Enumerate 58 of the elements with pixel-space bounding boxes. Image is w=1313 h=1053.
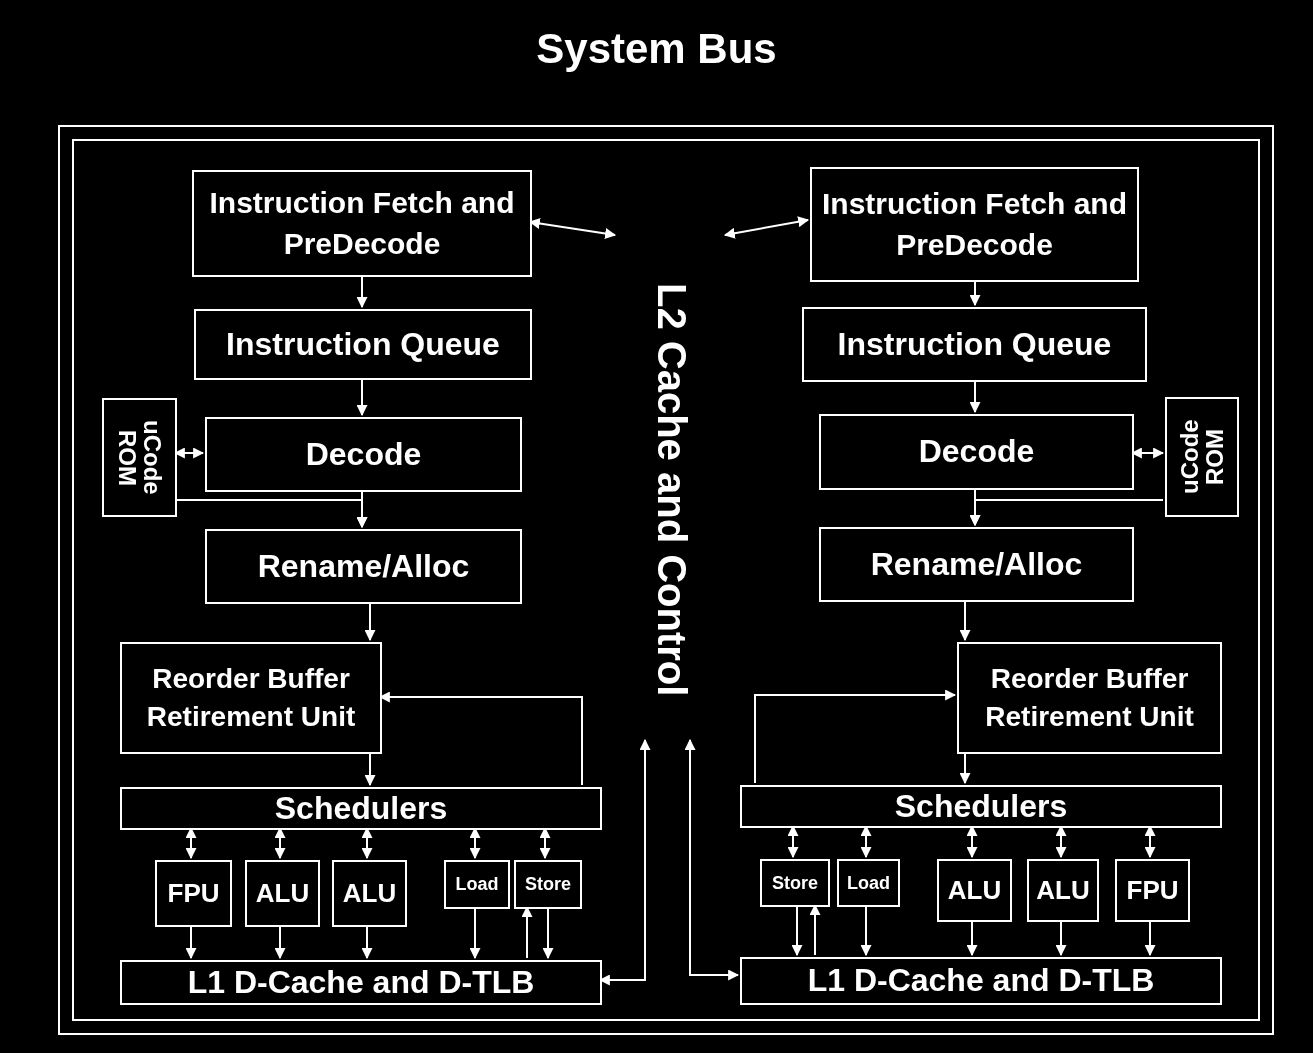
arrow (723, 216, 810, 239)
unit-box (1115, 859, 1190, 922)
unit-box (1165, 397, 1239, 517)
unit-box (740, 957, 1222, 1005)
unit-box (192, 170, 532, 277)
unit-box (1027, 859, 1099, 922)
unit-box (205, 529, 522, 604)
unit-box (760, 859, 830, 907)
unit-box (332, 860, 407, 927)
unit-box (155, 860, 232, 927)
block-label: Load (847, 871, 890, 895)
block-label: L1 D-Cache and D-TLB (807, 961, 1155, 1001)
block-label: Instruction Queue (226, 324, 500, 364)
unit-box (102, 398, 177, 517)
unit-box (444, 860, 510, 909)
unit-box (810, 167, 1139, 282)
block-label: Reorder Buffer Retirement Unit (984, 662, 1195, 734)
block-label: Instruction Queue (837, 324, 1112, 364)
block-label: L1 D-Cache and D-TLB (187, 962, 535, 1002)
block-label: ALU (1036, 873, 1090, 907)
unit-box (957, 642, 1222, 754)
block-label: Decode (918, 432, 1035, 472)
block-label: Store (772, 871, 818, 895)
block-label: Schedulers (894, 786, 1068, 826)
block-label: Reorder Buffer Retirement Unit (145, 662, 357, 734)
block-label: Instruction Fetch and PreDecode (208, 185, 516, 262)
block-label: Schedulers (274, 788, 448, 828)
block-label: ALU (255, 876, 310, 910)
block-label: ALU (342, 876, 397, 910)
unit-box (120, 787, 602, 830)
unit-box (740, 785, 1222, 828)
block-label: Instruction Fetch and PreDecode (821, 186, 1128, 263)
block-label: Rename/Alloc (870, 544, 1083, 584)
block-label: Load (455, 873, 499, 897)
title: System Bus (535, 28, 778, 70)
unit-box (194, 309, 532, 380)
cache-label: L2 Cache and Control (651, 282, 693, 697)
unit-box (819, 414, 1134, 490)
arrow (754, 689, 957, 784)
block-label: Store (525, 873, 571, 897)
block-label: ALU (947, 873, 1002, 907)
block-label: FPU (167, 876, 220, 910)
arrow (684, 738, 740, 981)
block-label: Rename/Alloc (257, 546, 470, 586)
unit-box (837, 859, 900, 907)
unit-box (120, 960, 602, 1005)
unit-box (819, 527, 1134, 602)
unit-box (120, 642, 382, 754)
processor-outline (58, 125, 1274, 1035)
unit-box (937, 859, 1012, 922)
block-label: FPU (1126, 873, 1179, 907)
block-label: uCode ROM (114, 419, 165, 497)
unit-box (205, 417, 522, 492)
unit-box (245, 860, 320, 927)
unit-box (802, 307, 1147, 382)
block-label: uCode ROM (1176, 418, 1228, 497)
unit-box (514, 860, 582, 909)
block-label: Decode (305, 434, 422, 474)
